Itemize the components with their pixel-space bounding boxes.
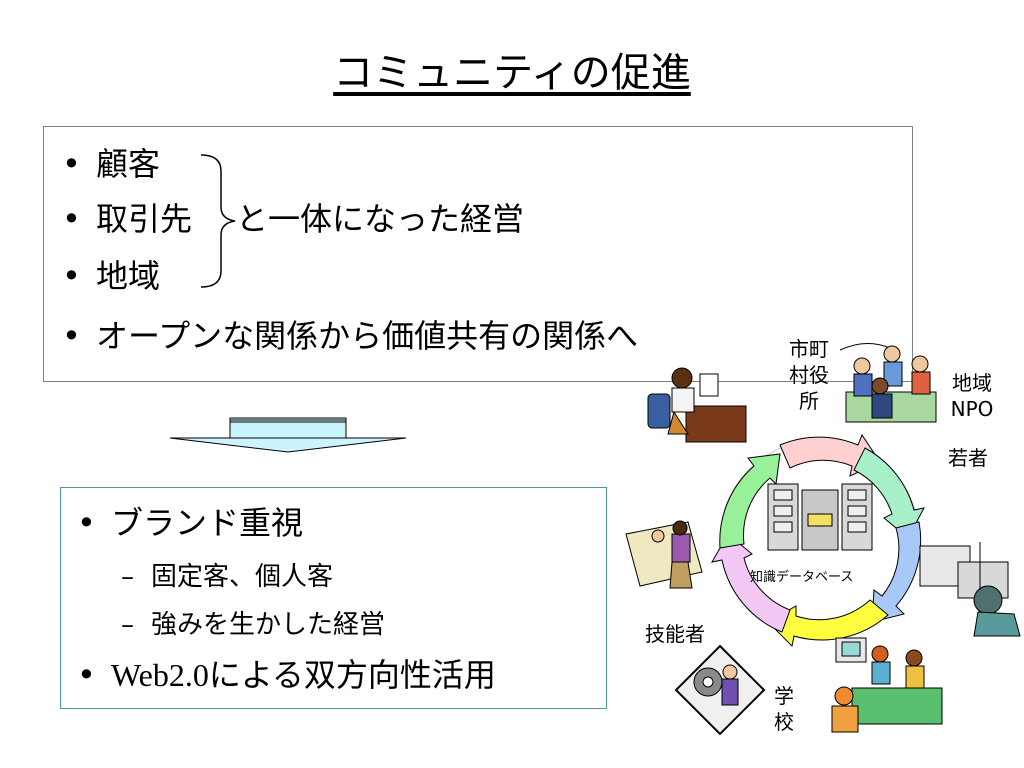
sub-bullet-customers: –固定客、個人客	[121, 562, 334, 592]
meeting-people-clipart-icon	[839, 343, 937, 423]
craftsman-clipart-icon	[625, 520, 703, 589]
right-brace-icon	[200, 154, 236, 288]
desk-worker-clipart-icon	[919, 542, 1021, 637]
school-study-clipart-icon	[831, 637, 943, 733]
cycle-arrow-green	[719, 453, 781, 549]
down-arrow-icon	[169, 417, 407, 453]
bullet-brand: •ブランド重視	[77, 504, 304, 542]
school-label: 学校	[774, 684, 794, 734]
regional-npo-label: 地域NPO	[950, 371, 994, 421]
page-title: コミュニティの促進	[333, 50, 691, 96]
city-hall-label: 市町村役所	[789, 337, 829, 413]
bullet-region: •地域	[62, 257, 161, 295]
cycle-arrow-blue	[871, 521, 922, 623]
office-worker-clipart-icon	[647, 367, 747, 443]
bullet-customer: •顧客	[62, 145, 161, 183]
cycle-arrows	[711, 433, 925, 648]
community-bullets-box: •顧客 •取引先 •地域 と一体になった経営 •オープンな関係から価値共有の関係…	[43, 126, 913, 382]
sub-bullet-strengths: –強みを生かした経営	[121, 610, 386, 640]
technicians-label: 技能者	[645, 622, 705, 646]
brace-text: と一体になった経営	[236, 200, 525, 238]
cycle-diagram	[711, 433, 925, 648]
gear-worker-clipart-icon	[674, 644, 766, 736]
knowledge-database-label: 知識データベース	[750, 570, 854, 585]
bullet-open-relations: •オープンな関係から価値共有の関係へ	[62, 317, 639, 355]
strategy-bullets-box: •ブランド重視 –固定客、個人客 –強みを生かした経営 •Web2.0による双方…	[60, 487, 607, 709]
cycle-arrow-yellow	[767, 599, 889, 648]
youth-label: 若者	[948, 446, 988, 470]
bullet-partner: •取引先	[62, 200, 193, 238]
database-cabinet-icon	[767, 483, 873, 551]
bullet-web20: •Web2.0による双方向性活用	[77, 656, 496, 694]
